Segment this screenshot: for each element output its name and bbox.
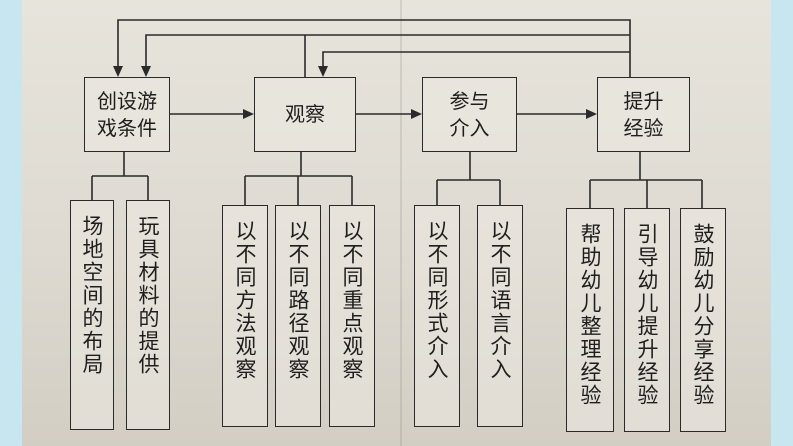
feedback-arrow-middle: [141, 66, 151, 77]
feedback-loop-observe: [322, 51, 630, 75]
sub-node-space-layout: 场地空间的布局: [70, 200, 114, 430]
feedback-loop-middle: [145, 34, 630, 75]
node-create-conditions: 创设游 戏条件: [84, 77, 170, 152]
node-improve-line1: 提升: [623, 88, 664, 113]
sub-node-observe-paths: 以不同路径观察: [275, 205, 321, 427]
node-improve-line2: 经验: [623, 115, 664, 140]
sub-node-intervene-language: 以不同语言介入: [477, 205, 523, 427]
sub-node-observe-methods: 以不同方法观察: [222, 205, 268, 427]
feedback-loop-outer: [117, 19, 631, 77]
sub-node-intervene-forms: 以不同形式介入: [414, 205, 460, 427]
sub-node-guide-improve: 引导幼儿提升经验: [624, 208, 670, 432]
feedback-arrow-outer: [113, 66, 123, 77]
sub-node-encourage-share: 鼓励幼儿分享经验: [680, 208, 726, 432]
feedback-arrow-observe: [318, 66, 328, 77]
node-observe-line1: 观察: [285, 102, 325, 126]
sub-node-help-organize: 帮助幼儿整理经验: [566, 208, 614, 432]
node-create-line2: 戏条件: [97, 115, 157, 140]
sub-node-observe-focus: 以不同重点观察: [329, 205, 375, 427]
node-observe: 观察: [254, 77, 356, 152]
node-intervene: 参与 介入: [422, 77, 517, 152]
node-intervene-line1: 参与: [449, 88, 490, 113]
node-intervene-line2: 介入: [449, 115, 490, 140]
node-create-line1: 创设游: [97, 88, 157, 113]
sub-node-toy-materials: 玩具材料的提供: [126, 200, 170, 430]
node-improve: 提升 经验: [597, 77, 690, 152]
